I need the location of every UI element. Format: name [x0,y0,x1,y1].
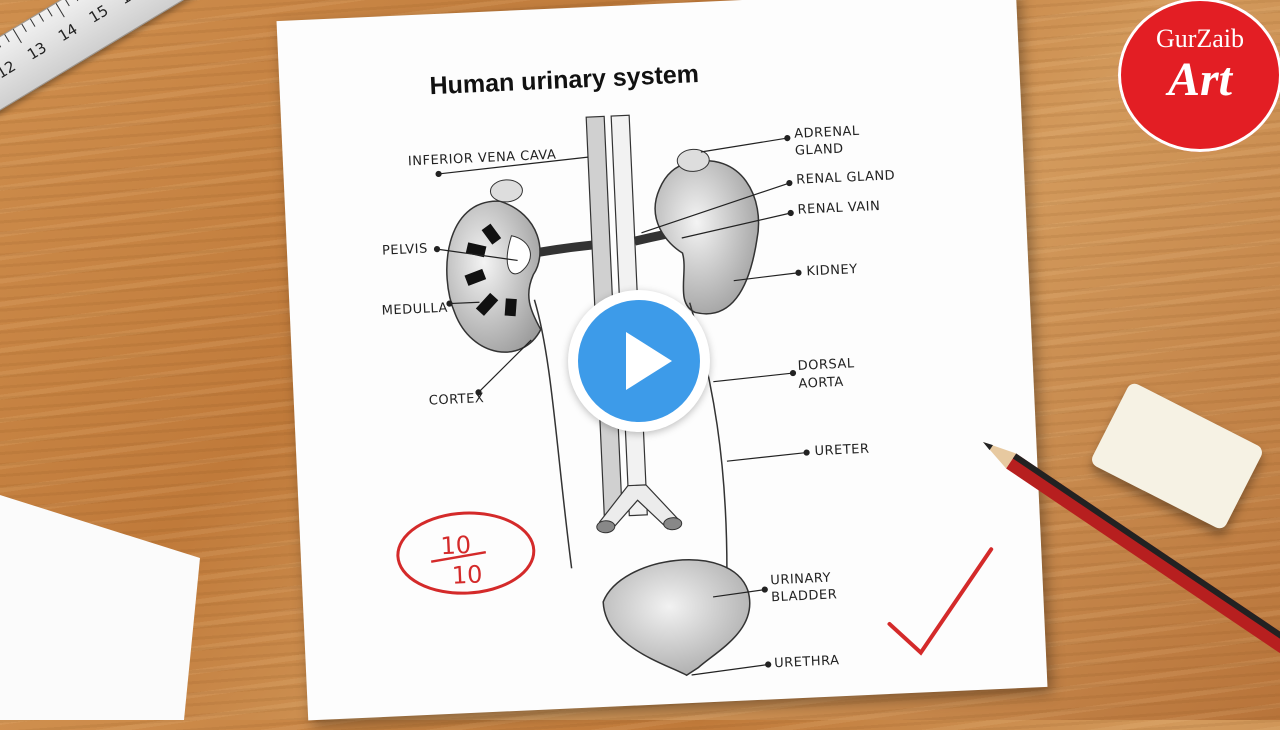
ruler-number: 16 [117,0,143,8]
ruler-tick [4,34,10,43]
label-pelvis: PELVIS [382,242,428,259]
label-adrenal-gland-2: GLAND [795,142,844,159]
label-urinary-bladder-2: BLADDER [771,587,838,605]
label-adrenal-gland: ADRENAL [794,124,860,142]
left-kidney [446,179,542,353]
play-button[interactable] [568,290,710,432]
ruler-tick [72,0,79,2]
label-urinary-bladder: URINARY [770,571,831,589]
label-renal-gland: RENAL GLAND [796,168,896,187]
play-icon [626,332,672,390]
play-button-circle [578,300,700,422]
ruler-tick [0,39,2,48]
ruler: 121314151617181920 [0,0,287,115]
ruler-tick [64,0,70,7]
score-bottom: 10 [451,560,483,589]
corner-paper [0,495,200,720]
channel-logo: GurZaib Art [1118,0,1280,152]
logo-text-line2: Art [1167,53,1233,106]
ruler-tick [12,28,22,44]
label-urethra: URETHRA [774,653,840,671]
ruler-number: 12 [0,57,19,83]
label-medulla: MEDULLA [381,301,448,319]
pencil [983,442,1280,654]
label-kidney: KIDNEY [806,262,858,279]
ruler-number: 13 [24,38,50,64]
ruler-number: 15 [85,1,112,27]
ruler-tick [55,3,65,18]
ureter-left [533,299,573,569]
score-mark: 10 10 [396,511,536,595]
right-kidney [654,148,760,315]
checkmark-icon [887,547,994,656]
ruler-tick [47,8,53,17]
label-ureter: URETER [814,442,870,459]
label-dorsal-aorta-2: AORTA [798,375,844,392]
label-dorsal-aorta: DORSAL [797,356,855,374]
label-cortex: CORTEX [429,391,485,409]
ruler-number: 14 [54,19,81,46]
ruler-tick [21,23,27,33]
urinary-system-diagram: INFERIOR VENA CAVA ADRENAL GLAND RENAL G… [381,114,994,677]
urinary-bladder [602,559,751,677]
ruler-tick [29,18,36,27]
label-renal-vain: RENAL VAIN [797,199,880,218]
logo-text-line1: GurZaib [1155,24,1245,53]
label-inferior-vena-cava: INFERIOR VENA CAVA [408,148,557,170]
ruler-tick [38,13,45,22]
drawing-sheet: Human urinary system [276,0,1048,721]
